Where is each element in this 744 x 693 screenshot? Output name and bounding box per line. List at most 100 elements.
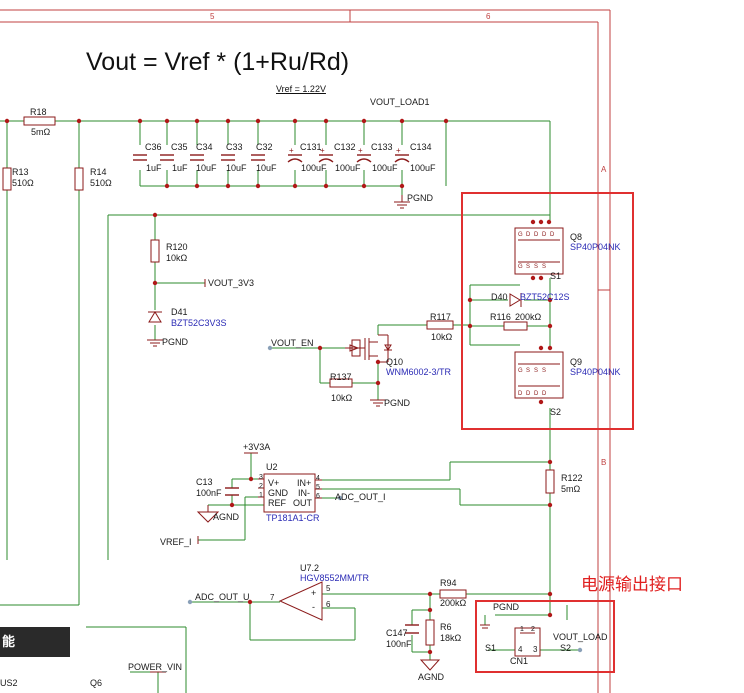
resistor-r6-body[interactable] — [425, 619, 435, 646]
svg-text:S: S — [534, 264, 538, 270]
net-us2[interactable]: US2 — [0, 678, 18, 688]
ic-u2-symbol[interactable] — [258, 473, 322, 513]
net-pgnd-cn[interactable]: PGND — [493, 602, 520, 612]
svg-text:+: + — [396, 146, 401, 155]
u7-plus-sign: + — [311, 588, 317, 598]
ground-symbols — [147, 195, 490, 671]
net-agnd-u2[interactable]: AGND — [213, 512, 240, 522]
net-s1-q8[interactable]: S1 — [550, 271, 562, 281]
u2-pin-num-6: 6 — [316, 493, 320, 500]
resistor-r117-body[interactable] — [426, 320, 454, 330]
net-pgnd-d41[interactable]: PGND — [162, 337, 189, 347]
net-plus3v3a[interactable]: +3V3A — [243, 442, 271, 452]
r18-value: 5mΩ — [31, 127, 51, 137]
c34-value: 10uF — [196, 163, 217, 173]
c134-value: 100uF — [410, 163, 436, 173]
mosfet-q8-symbol[interactable] — [514, 227, 564, 275]
cn1-ref: CN1 — [510, 656, 529, 666]
cn1-pin-4: 4 — [518, 645, 523, 654]
u2-pin-out: OUT — [293, 498, 312, 508]
net-s2-cn[interactable]: S2 — [560, 643, 572, 653]
net-endpoints — [187, 345, 583, 653]
d41-ref: D41 — [171, 307, 188, 317]
r6-value: 18kΩ — [440, 633, 462, 643]
r14-value: 510Ω — [90, 178, 112, 188]
resistor-symbols — [2, 116, 555, 646]
cn1-pin-1: 1 — [520, 626, 524, 633]
opamp-u7-symbol[interactable] — [278, 581, 323, 621]
net-power-vin[interactable]: POWER_VIN — [128, 662, 183, 672]
c35-value: 1uF — [172, 163, 188, 173]
svg-text:G: G — [518, 264, 523, 270]
svg-text:S: S — [526, 264, 530, 270]
u2-pin-vplus: V+ — [268, 478, 280, 488]
svg-text:D: D — [534, 232, 539, 238]
resistor-r13-body[interactable] — [2, 167, 12, 191]
net-vref-i[interactable]: VREF_I — [160, 537, 192, 547]
svg-text:+: + — [358, 146, 363, 155]
r18-ref: R18 — [30, 107, 47, 117]
net-adc-out-i[interactable]: ADC_OUT_I — [335, 492, 386, 502]
r13-ref: R13 — [12, 167, 29, 177]
u2-pin-num-3: 3 — [259, 474, 263, 481]
net-pgnd-top[interactable]: PGND — [407, 193, 434, 203]
mosfet-q9-symbol[interactable] — [514, 351, 564, 399]
r94-ref: R94 — [440, 578, 457, 588]
c34-ref: C34 — [196, 142, 213, 152]
resistor-r120-body[interactable] — [150, 239, 160, 263]
resistor-r94-body[interactable] — [439, 589, 467, 599]
net-flags — [150, 279, 258, 673]
svg-text:D: D — [526, 391, 531, 397]
u2-pin-inp: IN+ — [297, 478, 312, 488]
r120-ref: R120 — [166, 242, 188, 252]
svg-text:S: S — [542, 264, 546, 270]
resistor-r122-body[interactable] — [545, 469, 555, 494]
zener-d40-symbol[interactable] — [509, 293, 522, 307]
border-number-5: 5 — [210, 12, 215, 21]
formula-title: Vout = Vref * (1+Ru/Rd) — [86, 48, 350, 76]
resistor-r18-body[interactable] — [23, 116, 56, 126]
net-agnd-r6[interactable]: AGND — [418, 672, 445, 682]
resistor-r137-body[interactable] — [329, 378, 353, 388]
polarity-marks: ++++ — [289, 146, 401, 155]
net-vout-en[interactable]: VOUT_EN — [271, 338, 314, 348]
net-vout-load[interactable]: VOUT_LOAD — [553, 632, 608, 642]
mosfet-q10-symbol[interactable] — [345, 334, 392, 363]
r137-ref: R137 — [330, 372, 352, 382]
border-letter-a: A — [601, 165, 607, 174]
net-s1-cn[interactable]: S1 — [485, 643, 497, 653]
c147-value: 100nF — [386, 639, 412, 649]
r14-ref: R14 — [90, 167, 107, 177]
border-number-6: 6 — [486, 12, 491, 21]
svg-text:D: D — [534, 391, 539, 397]
net-s2-q9[interactable]: S2 — [550, 407, 562, 417]
c36-ref: C36 — [145, 142, 162, 152]
c133-ref: C133 — [371, 142, 393, 152]
svg-text:G: G — [518, 232, 523, 238]
q10-ref: Q10 — [386, 357, 404, 367]
r6-ref: R6 — [440, 622, 452, 632]
c131-ref: C131 — [300, 142, 322, 152]
svg-text:S: S — [542, 368, 546, 374]
net-vout-load1[interactable]: VOUT_LOAD1 — [370, 97, 430, 107]
net-pgnd-q10[interactable]: PGND — [384, 398, 411, 408]
r13-value: 510Ω — [12, 178, 34, 188]
c35-ref: C35 — [171, 142, 188, 152]
net-adc-out-u[interactable]: ADC_OUT_U — [195, 592, 250, 602]
d40-ref: D40 — [491, 292, 508, 302]
section-strip: 能 — [0, 627, 70, 657]
c32-value: 10uF — [256, 163, 277, 173]
c132-ref: C132 — [334, 142, 356, 152]
zener-d41-symbol[interactable] — [148, 311, 162, 323]
svg-text:S: S — [526, 368, 530, 374]
net-vout-3v3[interactable]: VOUT_3V3 — [208, 278, 255, 288]
resistor-r116-body[interactable] — [503, 321, 528, 331]
resistor-r14-body[interactable] — [74, 167, 84, 191]
u7-minus-sign: - — [312, 602, 315, 612]
net-q6[interactable]: Q6 — [90, 678, 103, 688]
r117-ref: R117 — [430, 312, 451, 322]
connector-cn1-symbol[interactable] — [514, 627, 541, 657]
q9-ref: Q9 — [570, 357, 583, 367]
